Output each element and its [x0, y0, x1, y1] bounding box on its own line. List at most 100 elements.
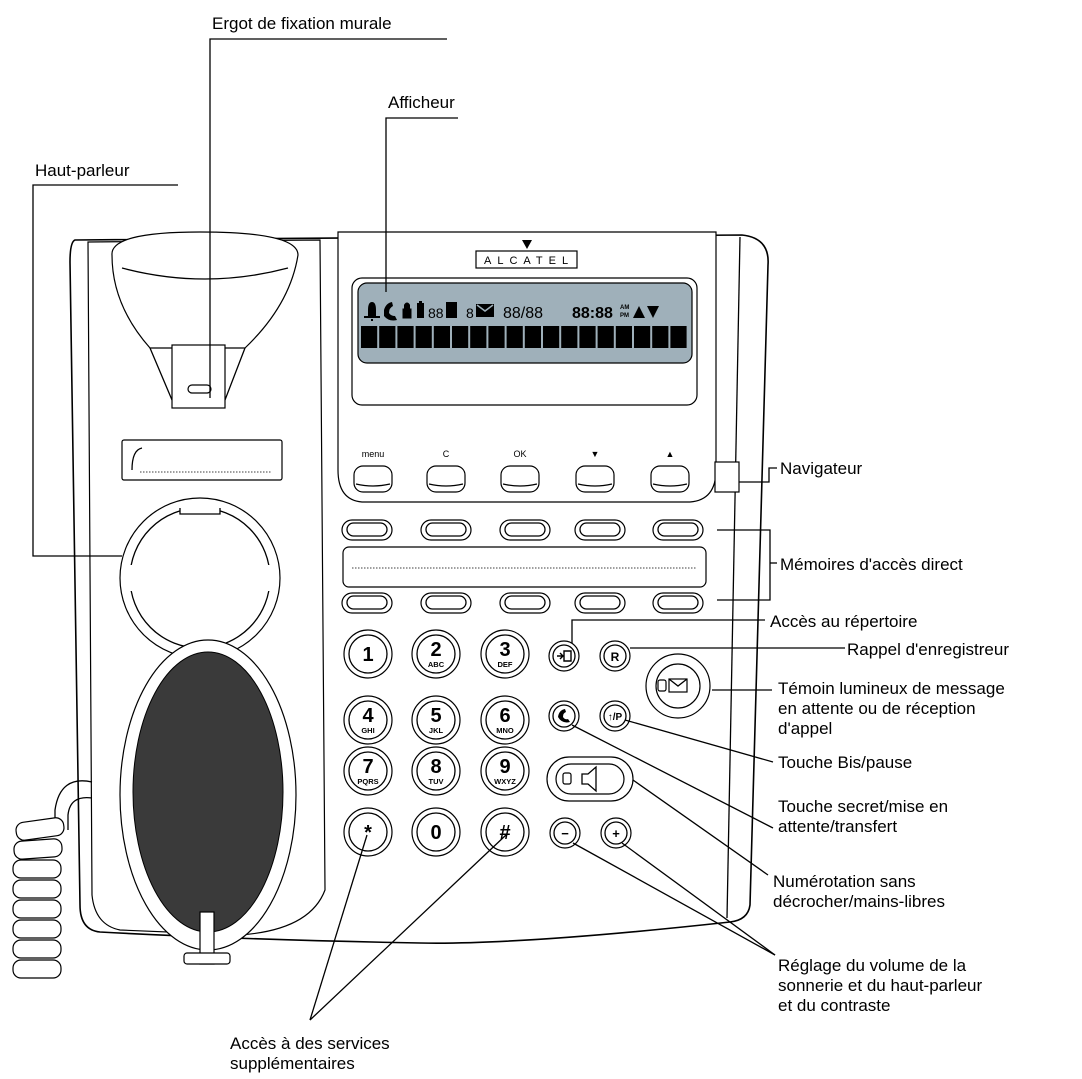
keypad-digit: 2	[430, 639, 441, 661]
keypad-letters: PQRS	[357, 777, 378, 786]
lcd-character-cell	[415, 326, 432, 348]
memory-key[interactable]	[420, 519, 472, 541]
handsfree-led	[562, 772, 572, 785]
lock-icon	[402, 302, 412, 319]
phonebook-icon	[557, 650, 572, 662]
message-led-button[interactable]	[645, 653, 711, 719]
memory-key[interactable]	[574, 519, 626, 541]
memory-key[interactable]	[420, 592, 472, 614]
lcd-character-cell	[488, 326, 505, 348]
handset-label-tab	[121, 439, 283, 481]
memory-key[interactable]	[574, 592, 626, 614]
keypad-key[interactable]: *	[343, 807, 393, 857]
lcd-character-cell	[597, 326, 614, 348]
brand-logo-frame	[475, 250, 578, 269]
memory-key[interactable]	[652, 519, 704, 541]
redial-button[interactable]: ↑/P	[599, 700, 631, 732]
coiled-cord	[12, 780, 93, 979]
label-numerotation-line1: Numérotation sans	[773, 872, 916, 891]
softkey-cap[interactable]	[500, 465, 540, 493]
lcd-character-cell	[379, 326, 396, 348]
softkey-cap[interactable]	[426, 465, 466, 493]
memory-key[interactable]	[499, 592, 551, 614]
wall-mount-lug	[171, 344, 226, 409]
lcd-pm: PM	[620, 313, 629, 319]
softkey-4[interactable]: ▲	[650, 449, 690, 493]
handset-icon	[384, 302, 397, 321]
handsfree-button[interactable]	[546, 756, 634, 802]
label-secret-line2: attente/transfert	[778, 817, 897, 836]
memory-key[interactable]	[652, 592, 704, 614]
softkey-label: C	[443, 449, 450, 459]
bell-icon	[364, 302, 380, 321]
memory-key[interactable]	[341, 519, 393, 541]
label-secret-line1: Touche secret/mise en	[778, 797, 948, 816]
label-memoires: Mémoires d'accès direct	[780, 555, 963, 574]
label-ergot: Ergot de fixation murale	[212, 14, 392, 33]
label-repertoire: Accès au répertoire	[770, 612, 917, 631]
volume-minus-button[interactable]: −	[549, 817, 581, 849]
lcd-character-cell	[543, 326, 560, 348]
label-rappel: Rappel d'enregistreur	[847, 640, 1009, 659]
keypad-digit: 4	[362, 705, 374, 727]
lcd-character-cell	[524, 326, 541, 348]
keypad-key[interactable]: 0	[411, 807, 461, 857]
mouthpiece-grille	[132, 651, 284, 933]
keypad-digit: 0	[430, 822, 441, 844]
label-services-line2: supplémentaires	[230, 1054, 355, 1073]
softkey-label: menu	[362, 449, 385, 459]
softkey-label: ▲	[666, 449, 675, 459]
softkey-cap[interactable]	[353, 465, 393, 493]
memory-key[interactable]	[341, 592, 393, 614]
body-right-inner-edge	[726, 236, 741, 919]
hook-cup	[111, 231, 299, 349]
message-led	[657, 679, 667, 692]
secret-button[interactable]	[548, 700, 580, 732]
softkey-cap[interactable]	[575, 465, 615, 493]
lcd-digits-a: 88	[428, 305, 444, 321]
softkey-1[interactable]: C	[426, 449, 466, 493]
lcd-character-cell	[397, 326, 414, 348]
phonebook-button[interactable]	[548, 640, 580, 672]
label-temoin-line3: d'appel	[778, 719, 832, 738]
softkey-0[interactable]: menu	[353, 449, 393, 493]
handset-button-icon	[558, 709, 570, 723]
speaker-icon	[581, 765, 597, 793]
softkey-2[interactable]: OK	[500, 449, 540, 493]
label-volume-line2: sonnerie et du haut-parleur	[778, 976, 982, 995]
keypad-key[interactable]: #	[480, 807, 530, 857]
keypad-letters: WXYZ	[494, 777, 516, 786]
keypad-digit: 3	[499, 639, 510, 661]
label-volume-line1: Réglage du volume de la	[778, 956, 967, 975]
lcd-date: 88/88	[503, 305, 543, 322]
brand-logo: ALCATEL	[484, 255, 574, 267]
keypad-digit: *	[364, 822, 372, 844]
redial-button-label: ↑/P	[608, 712, 623, 723]
softkey-cap[interactable]	[650, 465, 690, 493]
volume-plus-label: +	[612, 826, 620, 841]
keypad-letters: DEF	[498, 660, 513, 669]
label-bis-pause: Touche Bis/pause	[778, 753, 912, 772]
memory-key[interactable]	[499, 519, 551, 541]
label-temoin-line1: Témoin lumineux de message	[778, 679, 1005, 698]
recall-button[interactable]: R	[599, 640, 631, 672]
label-services-line1: Accès à des services	[230, 1034, 390, 1053]
keypad-key[interactable]: 1	[343, 629, 393, 679]
memory-label-strip	[342, 546, 707, 588]
keypad-letters: TUV	[429, 777, 444, 786]
navigator-box	[714, 461, 740, 493]
battery-icon	[417, 303, 424, 318]
softkey-3[interactable]: ▼	[575, 449, 615, 493]
volume-plus-button[interactable]: +	[600, 817, 632, 849]
svg-text:N: N	[448, 307, 455, 318]
softkey-label: OK	[513, 449, 526, 459]
